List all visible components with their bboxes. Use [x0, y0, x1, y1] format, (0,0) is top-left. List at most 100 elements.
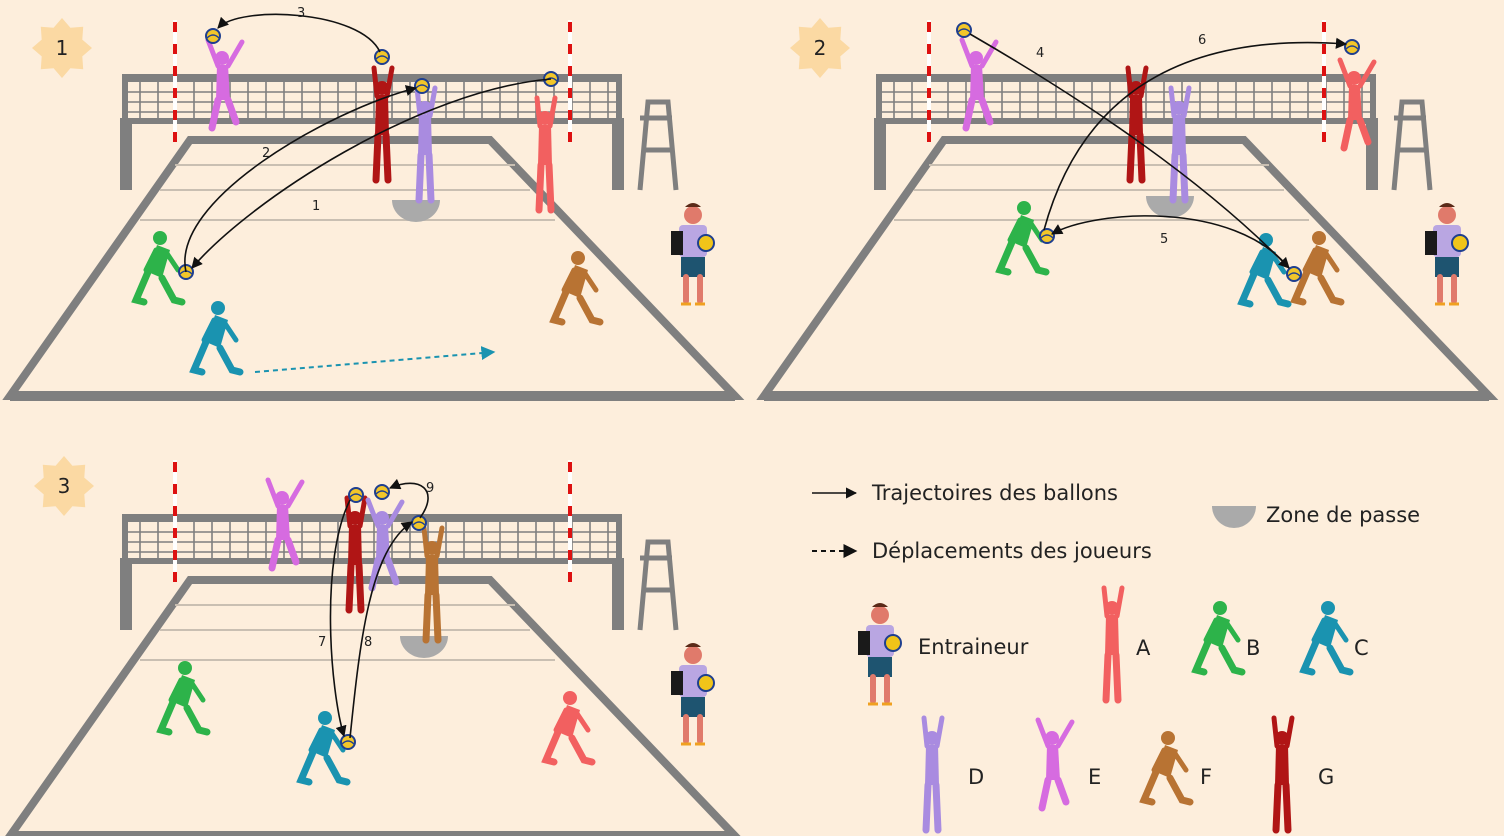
player-f — [554, 251, 600, 322]
legend-player-a-icon-legs — [1106, 655, 1118, 700]
coach-shorts — [681, 697, 705, 717]
player-d-legs — [1173, 155, 1185, 200]
legend-player-b-icon — [1196, 601, 1242, 672]
player-c-legs — [1242, 274, 1288, 304]
coach-clipboard — [1425, 231, 1437, 255]
legend-coach-icon-head — [871, 606, 889, 624]
player-b-head — [153, 231, 167, 245]
player-b-legs — [161, 702, 207, 732]
legend-coach-icon-clipboard — [858, 631, 870, 655]
trajectory-label: 6 — [1198, 33, 1206, 48]
ball-icon — [1345, 40, 1359, 54]
legend-player-d-icon-legs — [926, 785, 938, 830]
player-e-torso — [970, 65, 984, 100]
legend-player-a-label: A — [1136, 636, 1151, 660]
player-b-head — [178, 661, 192, 675]
player-a — [1340, 60, 1374, 148]
net-post-left — [120, 118, 132, 190]
player-movement — [255, 352, 494, 372]
legend-player-a-icon-torso — [1105, 615, 1119, 655]
net-side — [616, 514, 622, 564]
player-c-legs — [301, 752, 347, 782]
player-e — [962, 40, 996, 128]
legend-ball-trajectories-label: Trajectoires des ballons — [871, 481, 1118, 505]
referee-chair — [640, 542, 676, 630]
legend-player-g-icon — [1274, 718, 1292, 830]
ball-icon — [375, 485, 389, 499]
net-side — [616, 74, 622, 124]
player-c-head — [211, 301, 225, 315]
legend-coach-icon — [858, 603, 901, 704]
player-a-head — [563, 691, 577, 705]
coach-ball — [698, 235, 714, 251]
player-e-torso — [216, 65, 230, 100]
legend-player-f-icon-head — [1161, 731, 1175, 745]
player-a-legs — [546, 732, 592, 762]
diagram-badge-number: 2 — [814, 36, 827, 60]
ball-icon — [957, 23, 971, 37]
legend-player-e-icon — [1038, 720, 1072, 808]
trajectory-label: 4 — [1036, 46, 1044, 61]
player-b — [161, 661, 207, 732]
net-post-right — [612, 558, 624, 630]
net-post-right — [612, 118, 624, 190]
coach-legs — [1440, 277, 1454, 301]
net-bottom-band — [122, 558, 622, 564]
player-c-head — [318, 711, 332, 725]
player-f — [1295, 231, 1341, 302]
coach — [1425, 203, 1468, 304]
net-side — [876, 74, 882, 124]
legend-player-c-label: C — [1354, 636, 1369, 660]
player-f-torso — [425, 555, 439, 595]
player-a-legs — [1344, 120, 1368, 148]
player-f-head — [571, 251, 585, 265]
player-g-torso — [1129, 95, 1143, 135]
legend-player-c-icon-head — [1321, 601, 1335, 615]
coach-ball — [698, 675, 714, 691]
player-f-head — [1312, 231, 1326, 245]
net-post-left — [120, 558, 132, 630]
net-side — [122, 514, 128, 564]
legend-coach-label: Entraineur — [918, 635, 1029, 659]
ball-icon — [412, 516, 426, 530]
net-post-left — [874, 118, 886, 190]
legend-player-b-label: B — [1246, 636, 1260, 660]
ball-icon — [349, 488, 363, 502]
player-c-legs — [194, 342, 240, 372]
player-c — [194, 301, 240, 372]
court-outline — [10, 140, 735, 396]
legend-player-e-label: E — [1088, 765, 1101, 789]
net-side — [122, 74, 128, 124]
trajectory-label: 7 — [318, 635, 326, 650]
player-f-legs — [1295, 272, 1341, 302]
legend-player-f-label: F — [1200, 765, 1212, 789]
net-post-right — [1366, 118, 1378, 190]
player-b-head — [1017, 201, 1031, 215]
coach-head — [684, 206, 702, 224]
legend-coach-icon-legs — [873, 677, 887, 701]
coach-ball — [1452, 235, 1468, 251]
coach-legs — [686, 277, 700, 301]
coach — [671, 643, 714, 744]
legend-pass-zone-label: Zone de passe — [1266, 503, 1420, 527]
coach-clipboard — [671, 231, 683, 255]
player-e-torso — [276, 505, 290, 540]
diagram-badge-number: 1 — [56, 36, 69, 60]
player-g-torso — [348, 525, 362, 565]
legend-player-g-label: G — [1318, 765, 1334, 789]
ball-icon — [1040, 229, 1054, 243]
legend-coach-icon-shorts — [868, 657, 892, 677]
trajectory-label: 9 — [426, 481, 434, 496]
referee-chair — [640, 102, 676, 190]
net-top-band — [876, 74, 1376, 82]
player-e — [268, 480, 302, 568]
legend-player-d-icon — [924, 718, 942, 830]
player-a — [546, 691, 592, 762]
player-a-torso — [1348, 85, 1362, 120]
legend-player-d-label: D — [968, 765, 984, 789]
trajectory-label: 5 — [1160, 232, 1168, 247]
coach-shorts — [681, 257, 705, 277]
legend-player-e-icon-torso — [1046, 745, 1060, 780]
panel-2: 4 5 6 2 — [764, 18, 1489, 396]
